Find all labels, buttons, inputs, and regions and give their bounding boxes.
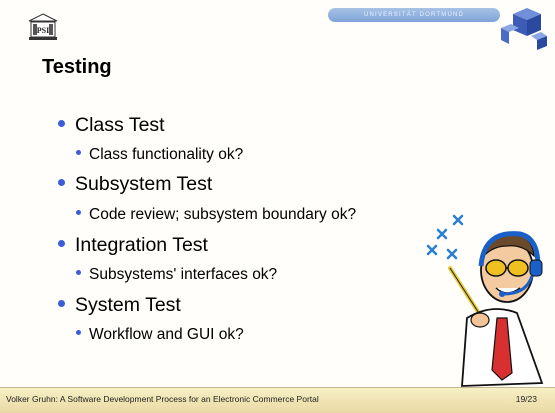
bullet-dot-icon <box>58 179 65 187</box>
university-logo-icon: PSI <box>28 13 58 40</box>
sub-bullet-dot-icon <box>76 330 81 336</box>
bullet-dot-icon <box>58 300 65 308</box>
sub-bullet-dot-icon <box>76 150 81 156</box>
bullet-dot-icon <box>58 120 65 128</box>
bullet-label: Integration Test <box>75 234 208 256</box>
tester-cartoon-icon <box>426 214 544 387</box>
bullet-dot-icon <box>58 240 65 248</box>
sub-bullet-label: Code review; subsystem boundary ok? <box>89 206 357 223</box>
bullet-item: Integration Test <box>58 234 208 257</box>
bullet-label: System Test <box>75 294 181 316</box>
sub-bullet-item: Class functionality ok? <box>76 146 243 164</box>
sub-bullet-label: Subsystems' interfaces ok? <box>89 266 278 283</box>
sub-bullet-dot-icon <box>76 210 81 216</box>
sub-bullet-item: Subsystems' interfaces ok? <box>76 266 277 284</box>
slide-title: Testing <box>42 56 112 78</box>
logo-text: PSI <box>37 26 49 35</box>
sub-bullet-item: Workflow and GUI ok? <box>76 326 244 344</box>
bullet-item: Class Test <box>58 114 165 137</box>
bullet-item: Subsystem Test <box>58 173 212 196</box>
footer-text: Volker Gruhn: A Software Development Pro… <box>6 394 319 404</box>
sub-bullet-dot-icon <box>76 270 81 276</box>
university-banner: UNIVERSITÄT DORTMUND <box>328 8 500 22</box>
sub-bullet-label: Workflow and GUI ok? <box>89 326 244 343</box>
x-marks-icon <box>426 214 464 260</box>
sub-bullet-label: Class functionality ok? <box>89 146 244 163</box>
bullet-label: Class Test <box>75 114 165 136</box>
cube-logo-icon <box>501 8 547 50</box>
bullet-label: Subsystem Test <box>75 173 213 195</box>
bullet-item: System Test <box>58 294 181 317</box>
page-number: 19/23 <box>515 394 537 404</box>
sub-bullet-item: Code review; subsystem boundary ok? <box>76 206 356 224</box>
footer-bar: Volker Gruhn: A Software Development Pro… <box>0 387 555 413</box>
